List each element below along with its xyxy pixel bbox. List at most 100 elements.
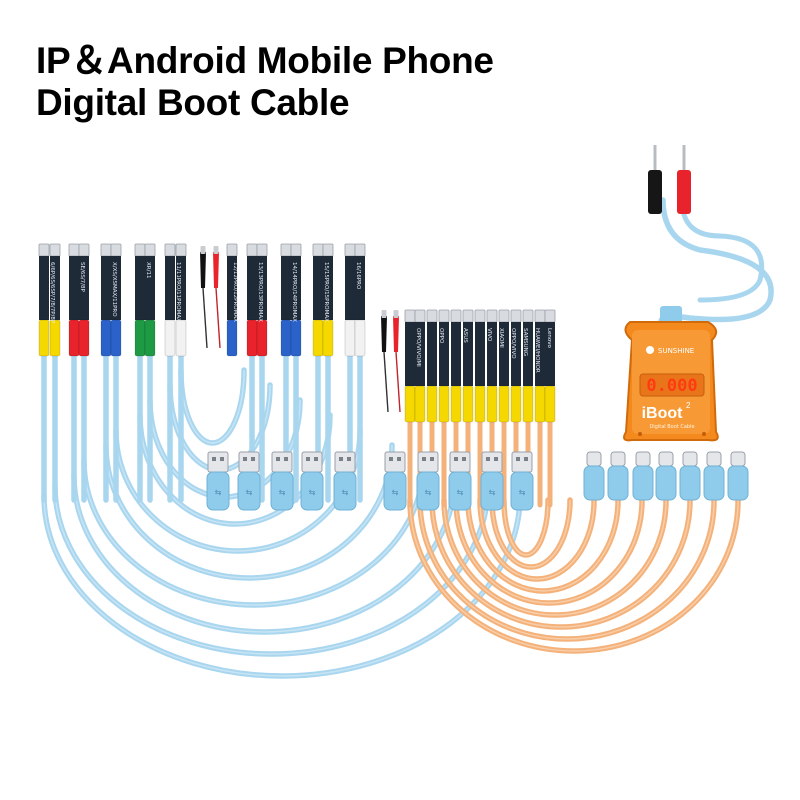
android-flex-2 [414, 309, 426, 423]
alligator-clips [200, 246, 401, 413]
orange-loop-7 [477, 497, 597, 582]
svg-text:⇆: ⇆ [519, 488, 526, 497]
android-flex-8 [486, 309, 498, 423]
orange-loop-9 [501, 497, 551, 558]
iphone-flex-2 [49, 243, 61, 357]
svg-text:⇆: ⇆ [279, 488, 286, 497]
android-flex-10 [510, 309, 522, 423]
android-flex-label-8: HUAWEI/HONOR [534, 328, 540, 373]
orange-loop-3 [429, 497, 693, 630]
usb-a-plug-10: ⇆ [510, 451, 534, 511]
iphone-flex-label-8: 14/14PRO/14PROMAX [291, 262, 297, 322]
device-display: 0.000 [646, 376, 697, 396]
red-clip-left [213, 246, 221, 349]
usb-a-plug-7: ⇆ [416, 451, 440, 511]
svg-text:⇆: ⇆ [246, 488, 253, 497]
banana-lead-cable-2 [679, 197, 765, 303]
iphone-flex-10 [175, 243, 187, 357]
android-flex-3 [426, 309, 438, 423]
android-flex-1 [404, 309, 416, 423]
blue-loop-10 [178, 367, 247, 446]
usb-a-plug-1: ⇆ [206, 451, 230, 511]
iphone-flex-9 [164, 243, 176, 357]
android-flex-label-3: ASUS [462, 328, 468, 343]
iboot-device: SUNSHINE 0.000 iBoot 2 Digital Boot Cabl… [623, 321, 719, 442]
blue-loop-3 [71, 472, 458, 635]
usb-c-plug-5 [679, 451, 701, 501]
black-clip-right [381, 310, 389, 413]
usb-c-plugs [583, 451, 749, 501]
android-flex-label-7: SAMSUNG [522, 328, 528, 356]
title-line-2: Digital Boot Cable [36, 82, 350, 123]
android-flex-11 [522, 309, 534, 423]
blue-loop-2 [52, 482, 491, 657]
iphone-flex-5 [100, 243, 112, 357]
svg-text:⇆: ⇆ [425, 488, 432, 497]
iphone-flex-11 [226, 243, 238, 357]
orange-loop-8 [489, 497, 573, 570]
android-flex-label-6: OPPO/VIVO [510, 328, 516, 359]
usb-a-plug-8: ⇆ [448, 451, 472, 511]
page-title: IP＆Android Mobile Phone Digital Boot Cab… [36, 40, 494, 124]
android-flex-13 [544, 309, 556, 423]
iphone-flex-3 [68, 243, 80, 357]
usb-a-plug-9: ⇆ [480, 451, 504, 511]
android-flex-label-2: OPPO [438, 328, 444, 344]
iphone-flex-8 [144, 243, 156, 357]
iphone-flex-label-3: X/XS/XSMAX/11PRO [111, 262, 117, 317]
svg-text:⇆: ⇆ [392, 488, 399, 497]
iphone-flex-16 [312, 243, 324, 357]
android-flex-12 [534, 309, 546, 423]
orange-loop-4 [441, 497, 669, 618]
orange-cable-loops [407, 497, 741, 654]
svg-text:⇆: ⇆ [342, 488, 349, 497]
svg-text:⇆: ⇆ [309, 488, 316, 497]
iphone-flex-label-5: 11/11PRO/11PROMAX [175, 262, 181, 322]
red-clip-right [393, 310, 401, 413]
android-flex-label-5: XIAOMI [498, 328, 504, 348]
red-banana-plug [677, 170, 691, 214]
device-brand: SUNSHINE [658, 347, 694, 355]
usb-a-plugs: ⇆ ⇆ ⇆ ⇆ ⇆ ⇆ ⇆ ⇆ ⇆ ⇆ [206, 451, 534, 511]
iphone-flex-17 [322, 243, 334, 357]
iphone-flex-18 [344, 243, 356, 357]
iphone-flex-12 [246, 243, 258, 357]
iphone-flex-6 [110, 243, 122, 357]
svg-text:⇆: ⇆ [489, 488, 496, 497]
usb-a-plug-3: ⇆ [270, 451, 294, 511]
iphone-flex-label-6: 12/12PRO/12PROMAX [232, 262, 238, 322]
device-model: iBoot [642, 405, 684, 422]
android-flex-6 [462, 309, 474, 423]
usb-c-plug-4 [655, 451, 677, 501]
usb-c-plug-3 [632, 451, 654, 501]
usb-a-plug-5: ⇆ [333, 451, 357, 511]
android-flex-4 [438, 309, 450, 423]
iphone-flex-14 [280, 243, 292, 357]
svg-text:⇆: ⇆ [457, 488, 464, 497]
blue-cable-loops [41, 367, 523, 679]
android-flex-7 [474, 309, 486, 423]
iphone-flex-label-10: 16/16PRO [355, 262, 361, 290]
iphone-flex-15 [290, 243, 302, 357]
usb-a-plug-2: ⇆ [237, 451, 261, 511]
iphone-flex-4 [78, 243, 90, 357]
android-flex-5 [450, 309, 462, 423]
iphone-flex-19 [354, 243, 366, 357]
orange-loop-1 [407, 497, 741, 654]
android-flex-label-1: OPPO/VIVO/MI [415, 328, 421, 367]
iphone-flex-7 [134, 243, 146, 357]
iphone-flex-1 [38, 243, 50, 357]
usb-c-plug-7 [727, 451, 749, 501]
device-subtitle: Digital Boot Cable [649, 424, 694, 430]
android-flex-label-9: Lenovo [546, 328, 552, 348]
blue-loop-5 [103, 442, 395, 581]
orange-loop-5 [453, 497, 645, 606]
banana-plug-lead [648, 145, 774, 333]
orange-loop-2 [417, 497, 717, 642]
black-clip-left [200, 246, 208, 349]
iphone-flex-label-1: 6/6P/6S/6SP/7/8/7P/8P [49, 262, 55, 324]
device-model-superscript: 2 [686, 401, 691, 410]
